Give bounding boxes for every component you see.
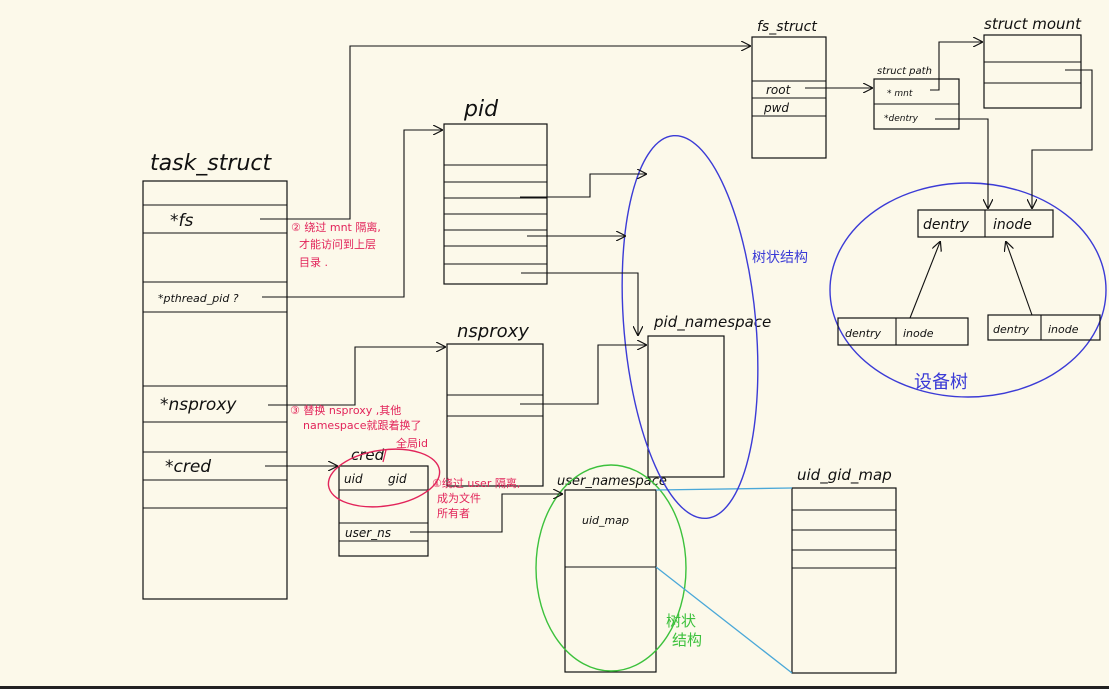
struct-path: struct path * mnt *dentry [873,66,960,130]
green-tree-label-1: 树状 [666,612,696,630]
device-tree-ellipse [829,182,1107,398]
field-pwd: pwd [763,101,789,115]
field-dentry-ptr: *dentry [884,114,919,124]
pid-struct: pid [443,97,548,285]
sub-right-dentry: dentry [993,323,1030,336]
pid-namespace-struct: pid_namespace [647,313,771,478]
struct-mount-title: struct mount [984,15,1082,33]
fs-struct-title: fs_struct [757,19,817,35]
field-uid-map: uid_map [582,514,629,527]
global-id-ellipse [327,448,441,508]
cred-title: cred [351,446,385,464]
map-line-top [655,487,793,491]
main-dentry: dentry [923,217,970,233]
arrow-pid [262,130,442,298]
arrow-pid-row3 [521,272,638,335]
field-uid: uid [344,472,363,486]
pid-tree-ellipse [621,134,759,520]
field-nsproxy: *nsproxy [160,395,237,415]
task-struct-title: task_struct [150,151,272,176]
arrow-fs [260,46,750,220]
device-tree: dentry inode dentry inode dentry inode 设… [829,182,1107,398]
note3-line1: ③ 替换 nsproxy ,其他 [290,403,401,417]
map-line-bottom [655,566,793,674]
arrow-mnt [930,42,982,91]
field-mnt: * mnt [887,89,913,99]
note2-line1: ② 绕过 mnt 隔离, [291,220,381,234]
pid-namespace-title: pid_namespace [653,313,771,332]
uid-gid-map-struct: uid_gid_map [791,466,897,674]
arrow-pid-row1 [520,174,646,198]
user-namespace-struct: user_namespace uid_map [535,464,687,673]
nsproxy-title: nsproxy [457,321,529,342]
field-cred: *cred [165,457,211,477]
note1-line2: 成为文件 [437,491,481,505]
global-id-note: 全局id [396,436,428,450]
user-namespace-title: user_namespace [557,474,667,489]
nsproxy-struct: nsproxy [446,321,544,487]
main-inode: inode [993,217,1032,233]
fs-struct: fs_struct root pwd [751,19,827,159]
sub-left-dentry: dentry [845,327,882,340]
cred-struct: cred uid gid user_ns 全局id [327,436,441,557]
arrow-dentry [935,118,988,208]
device-tree-label: 设备树 [914,372,968,393]
note1-line1: ①绕过 user 隔离, [432,476,520,490]
field-root: root [766,83,792,97]
sub-right-inode: inode [1048,323,1079,336]
arrow-nsproxy-row [520,345,646,405]
field-fs: *fs [170,211,193,231]
arrow-mount-dentry [1032,69,1093,208]
pid-title: pid [463,97,499,122]
note3-line2: namespace就跟着换了 [303,418,421,432]
struct-mount: struct mount [983,15,1082,109]
green-tree-ellipse [535,464,687,672]
field-user-ns: user_ns [345,526,391,540]
sub-left-inode: inode [903,327,934,340]
struct-path-title: struct path [877,66,932,77]
arrow-user-ns [410,494,562,533]
note1-line3: 所有者 [437,506,470,520]
note2-line2: 才能访问到上层 [299,237,376,251]
arrow-nsproxy [268,347,445,406]
task-struct: task_struct *fs *pthread_pid ? *nsproxy … [142,151,288,600]
green-tree-label-2: 结构 [672,631,702,649]
uid-gid-map-title: uid_gid_map [797,466,892,485]
field-pthread-pid: *pthread_pid ? [158,292,239,305]
note2-line3: 目录 . [299,256,328,269]
pid-tree-label: 树状结构 [752,250,808,266]
field-gid: gid [388,472,407,486]
